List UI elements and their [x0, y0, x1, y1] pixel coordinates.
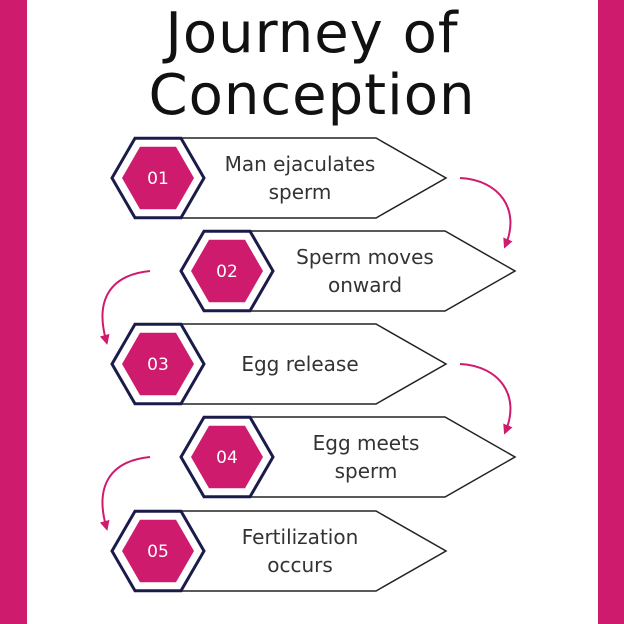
connector-arrow-1	[459, 177, 513, 249]
step-label-line: Sperm moves	[296, 245, 434, 269]
step-03: 03 Egg release	[110, 322, 448, 406]
connector-arrow-3	[459, 363, 513, 435]
step-label-line: occurs	[267, 553, 333, 577]
step-04: 04 Egg meets sperm	[179, 415, 517, 499]
step-number: 02	[216, 262, 238, 282]
step-label-line: Egg meets	[313, 431, 420, 455]
step-label-line: Egg release	[241, 352, 358, 376]
right-border-bar	[598, 0, 624, 624]
step-05: 05 Fertilization occurs	[110, 509, 448, 593]
step-label-line: Fertilization	[242, 525, 359, 549]
step-hexagon-fill	[191, 425, 263, 489]
step-arrow-shape	[251, 416, 517, 498]
step-number: 05	[147, 542, 169, 562]
page-title-line-1: Journey of	[165, 1, 459, 66]
step-number: 04	[216, 448, 238, 468]
connector-arrow-2	[99, 270, 151, 345]
step-label-line: sperm	[269, 180, 332, 204]
step-label-line: onward	[328, 273, 402, 297]
connector-arrow-4	[99, 456, 151, 531]
step-01: 01 Man ejaculates sperm	[110, 136, 448, 220]
step-arrow-shape	[182, 323, 448, 405]
step-hexagon-fill	[122, 146, 194, 210]
step-02: 02 Sperm moves onward	[179, 229, 517, 313]
page-title-line-2: Conception	[148, 63, 476, 128]
step-label-line: Man ejaculates	[225, 152, 376, 176]
step-hexagon-fill	[191, 239, 263, 303]
step-arrow-shape	[182, 510, 448, 592]
step-number: 03	[147, 355, 169, 375]
step-number: 01	[147, 169, 169, 189]
step-arrow-shape	[182, 137, 448, 219]
step-hexagon-fill	[122, 332, 194, 396]
left-border-bar	[0, 0, 27, 624]
step-hexagon-fill	[122, 519, 194, 583]
step-arrow-shape	[251, 230, 517, 312]
step-label-line: sperm	[335, 459, 398, 483]
